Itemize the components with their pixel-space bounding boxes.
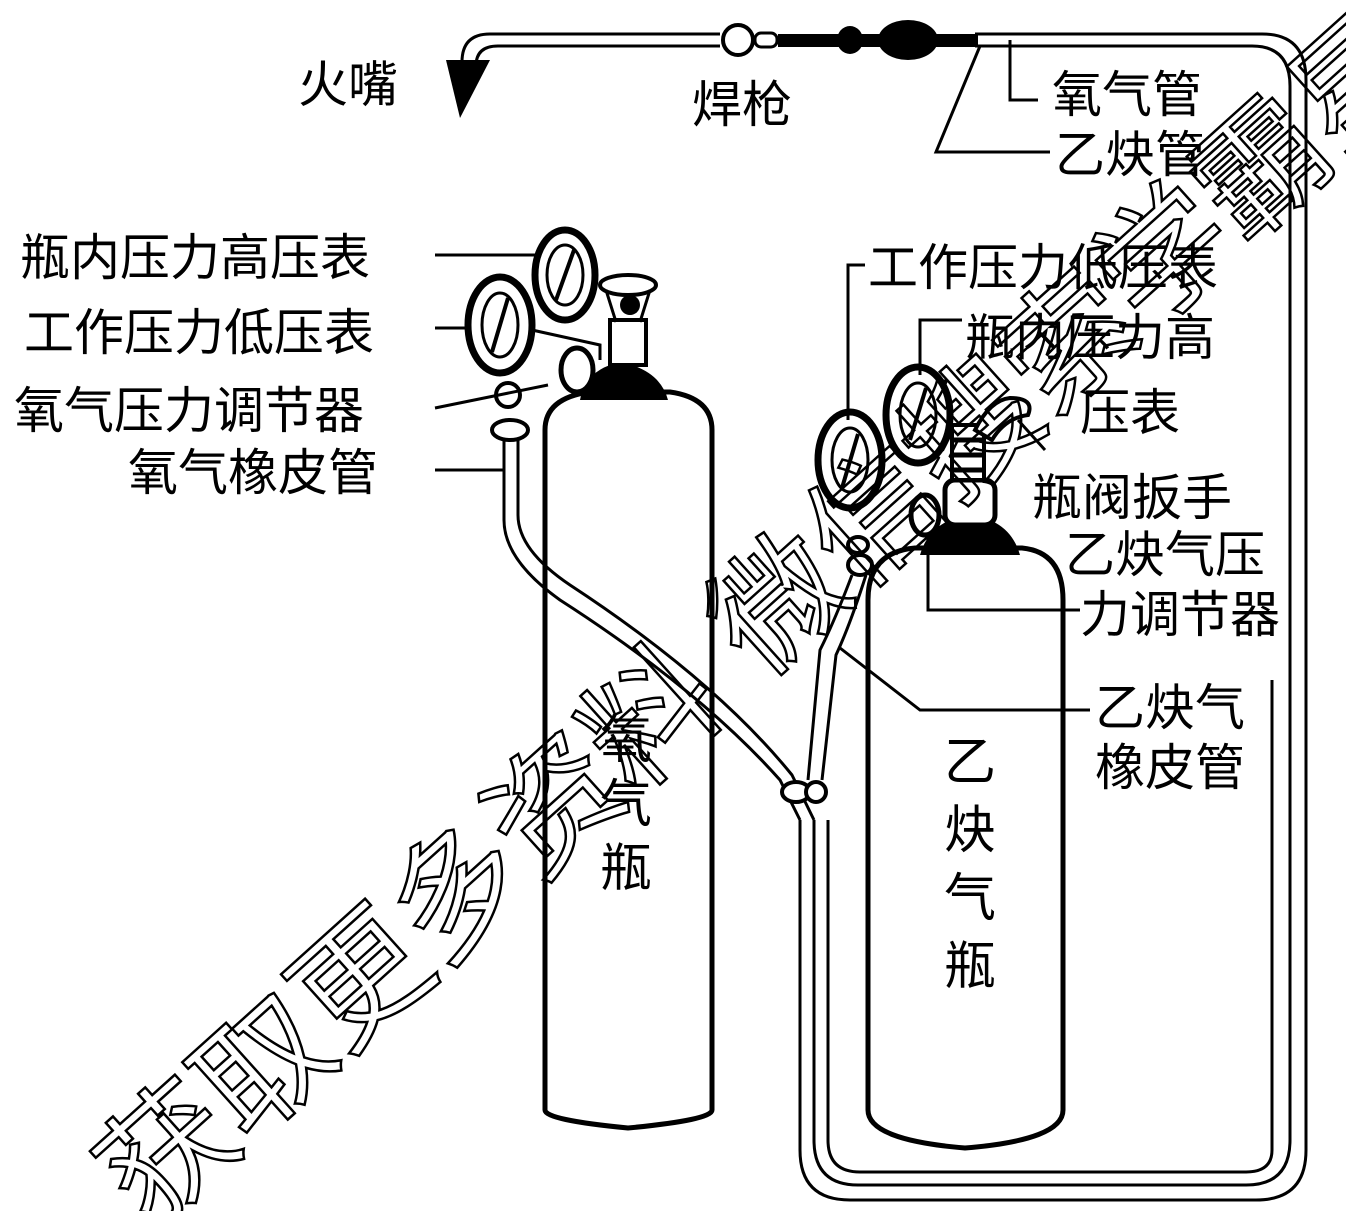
acetylene-cylinder	[865, 423, 1066, 1151]
acetylene-tank-char-4: 瓶	[944, 937, 996, 997]
leader-lines	[434, 40, 1090, 712]
label-acetylene-regulator-2: 力调节器	[1080, 586, 1280, 644]
label-oxygen-hose-top: 氧气管	[1052, 66, 1202, 124]
torch-handle	[878, 20, 938, 60]
label-right-high-gauge-2: 压表	[1080, 384, 1180, 442]
label-right-low-gauge: 工作压力低压表	[868, 239, 1218, 297]
oxygen-low-gauge	[464, 273, 536, 377]
acetylene-rubber-hose	[806, 574, 868, 781]
acetylene-tank-char-3: 气	[944, 869, 996, 929]
acetylene-tank-char-1: 乙	[944, 733, 996, 793]
oxygen-rubber-hose	[502, 440, 828, 821]
oxygen-tank-char-2: 气	[600, 775, 652, 835]
label-left-low-gauge: 工作压力低压表	[24, 304, 374, 362]
torch-valve-1	[721, 23, 755, 57]
valve-wrench	[972, 395, 1032, 443]
oxygen-tank-char-3: 瓶	[600, 839, 652, 899]
label-acetylene-hose-1: 乙炔气	[1095, 679, 1245, 737]
label-oxygen-regulator: 氧气压力调节器	[14, 382, 364, 440]
label-nozzle: 火嘴	[298, 56, 398, 114]
label-acetylene-hose-top: 乙炔管	[1055, 126, 1205, 184]
welding-torch	[446, 20, 978, 118]
label-oxygen-rubber-hose: 氧气橡皮管	[128, 444, 378, 502]
acetylene-tank-char-2: 炔	[944, 801, 996, 861]
label-valve-wrench: 瓶阀扳手	[1032, 469, 1232, 527]
oxygen-regulator-body	[490, 328, 602, 442]
tank-labels: 氧 气 瓶 乙 炔 气 瓶	[600, 711, 996, 997]
label-acetylene-hose-2: 橡皮管	[1095, 739, 1245, 797]
acetylene-regulator-body	[846, 492, 942, 577]
oxygen-cylinder	[542, 273, 715, 1131]
label-acetylene-regulator-1: 乙炔气压	[1065, 526, 1265, 584]
acetylene-high-gauge	[882, 363, 954, 467]
oxygen-tank-char-1: 氧	[600, 711, 652, 771]
oxygen-high-gauge	[531, 226, 599, 324]
hose-loop	[798, 32, 1308, 1202]
label-left-high-gauge: 瓶内压力高压表	[20, 229, 370, 287]
label-right-high-gauge-1: 瓶内压力高	[965, 309, 1215, 367]
label-torch: 焊枪	[692, 76, 792, 134]
nozzle-tip	[446, 60, 490, 118]
labels: 火嘴 焊枪 氧气管 乙炔管 瓶内压力高压表 工作压力低压表 氧气压力调节器 氧气…	[14, 56, 1280, 797]
acetylene-low-gauge	[814, 408, 886, 512]
